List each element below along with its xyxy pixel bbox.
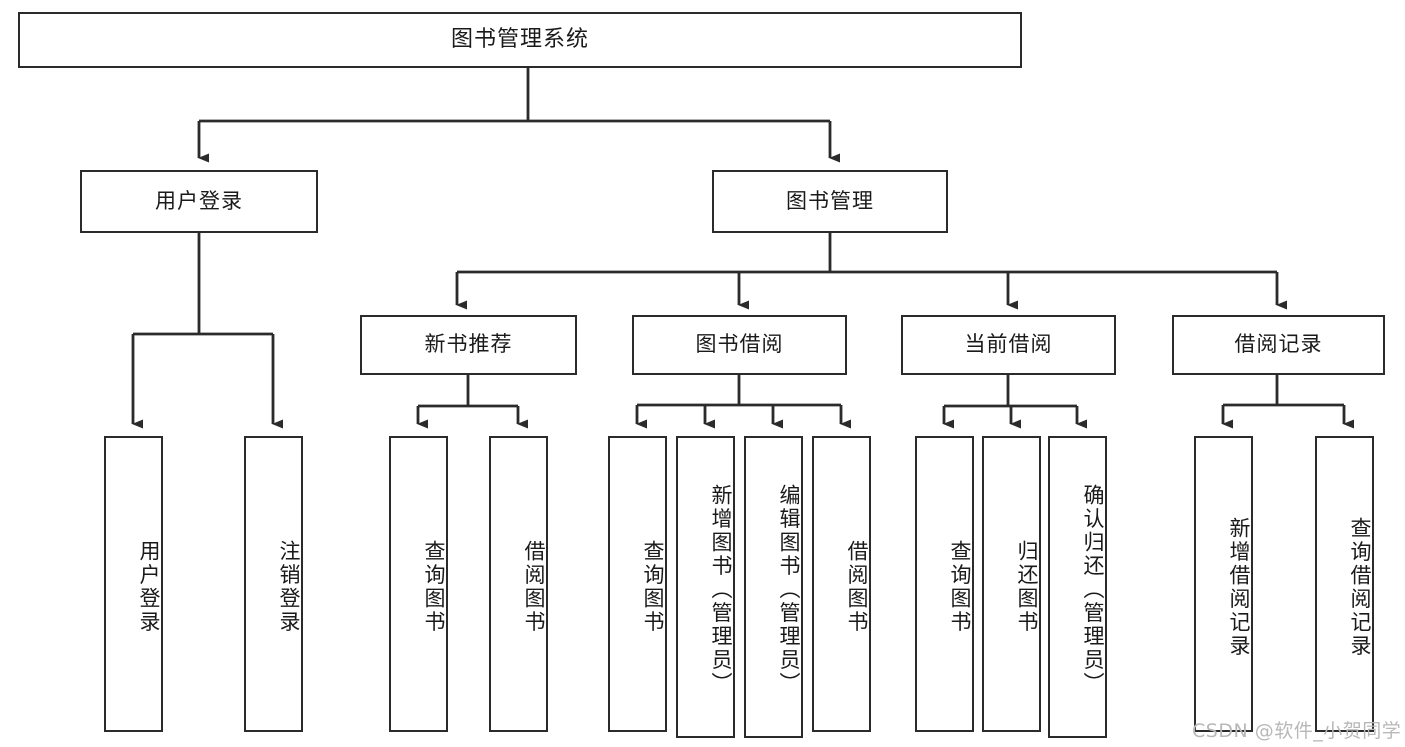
node-label: 借阅图书 xyxy=(522,540,546,634)
leaf-current-borrow-return-books[interactable]: 归还图书 xyxy=(982,436,1041,732)
leaf-book-borrow-add-book-admin[interactable]: 新增图书（管理员） xyxy=(676,436,735,738)
watermark-text: CSDN @软件_小贺同学 xyxy=(1192,720,1402,742)
node-label: 编辑图书（管理员） xyxy=(777,484,801,696)
node-label: 注销登录 xyxy=(277,540,301,634)
node-label: 查询借阅记录 xyxy=(1348,516,1372,658)
node-label: 当前借阅 xyxy=(964,332,1053,357)
leaf-book-borrow-query-books[interactable]: 查询图书 xyxy=(608,436,667,732)
node-label: 图书管理 xyxy=(786,188,874,213)
node-borrow-records[interactable]: 借阅记录 xyxy=(1172,315,1385,375)
node-book-management[interactable]: 图书管理 xyxy=(712,170,948,233)
node-new-book-recommendation[interactable]: 新书推荐 xyxy=(360,315,577,375)
node-label: 确认归还（管理员） xyxy=(1081,484,1105,696)
node-label: 新增借阅记录 xyxy=(1227,516,1251,658)
node-label: 借阅图书 xyxy=(845,540,869,634)
node-label: 用户登录 xyxy=(137,540,161,634)
node-label: 查询图书 xyxy=(948,540,972,634)
node-label: 图书借阅 xyxy=(695,332,784,357)
leaf-book-borrow-edit-book-admin[interactable]: 编辑图书（管理员） xyxy=(744,436,803,738)
leaf-new-book-borrow-books[interactable]: 借阅图书 xyxy=(489,436,548,732)
node-current-borrowing[interactable]: 当前借阅 xyxy=(901,315,1116,375)
leaf-borrow-record-query-record[interactable]: 查询借阅记录 xyxy=(1315,436,1374,732)
leaf-current-borrow-confirm-return-admin[interactable]: 确认归还（管理员） xyxy=(1048,436,1107,738)
node-label: 图书管理系统 xyxy=(450,26,589,52)
node-label: 查询图书 xyxy=(422,540,446,634)
leaf-current-borrow-query-books[interactable]: 查询图书 xyxy=(915,436,974,732)
node-label: 归还图书 xyxy=(1015,540,1039,634)
leaf-user-login-signout[interactable]: 注销登录 xyxy=(244,436,303,732)
node-user-login[interactable]: 用户登录 xyxy=(80,170,318,233)
node-label: 新书推荐 xyxy=(424,332,513,357)
node-root-book-management-system[interactable]: 图书管理系统 xyxy=(18,12,1022,68)
node-book-borrowing[interactable]: 图书借阅 xyxy=(632,315,847,375)
leaf-borrow-record-add-record[interactable]: 新增借阅记录 xyxy=(1194,436,1253,732)
node-label: 新增图书（管理员） xyxy=(709,484,733,696)
leaf-user-login-signin[interactable]: 用户登录 xyxy=(104,436,163,732)
leaf-book-borrow-borrow-books[interactable]: 借阅图书 xyxy=(812,436,871,732)
node-label: 查询图书 xyxy=(641,540,665,634)
node-label: 借阅记录 xyxy=(1234,332,1323,357)
leaf-new-book-query-books[interactable]: 查询图书 xyxy=(389,436,448,732)
node-label: 用户登录 xyxy=(155,188,243,213)
